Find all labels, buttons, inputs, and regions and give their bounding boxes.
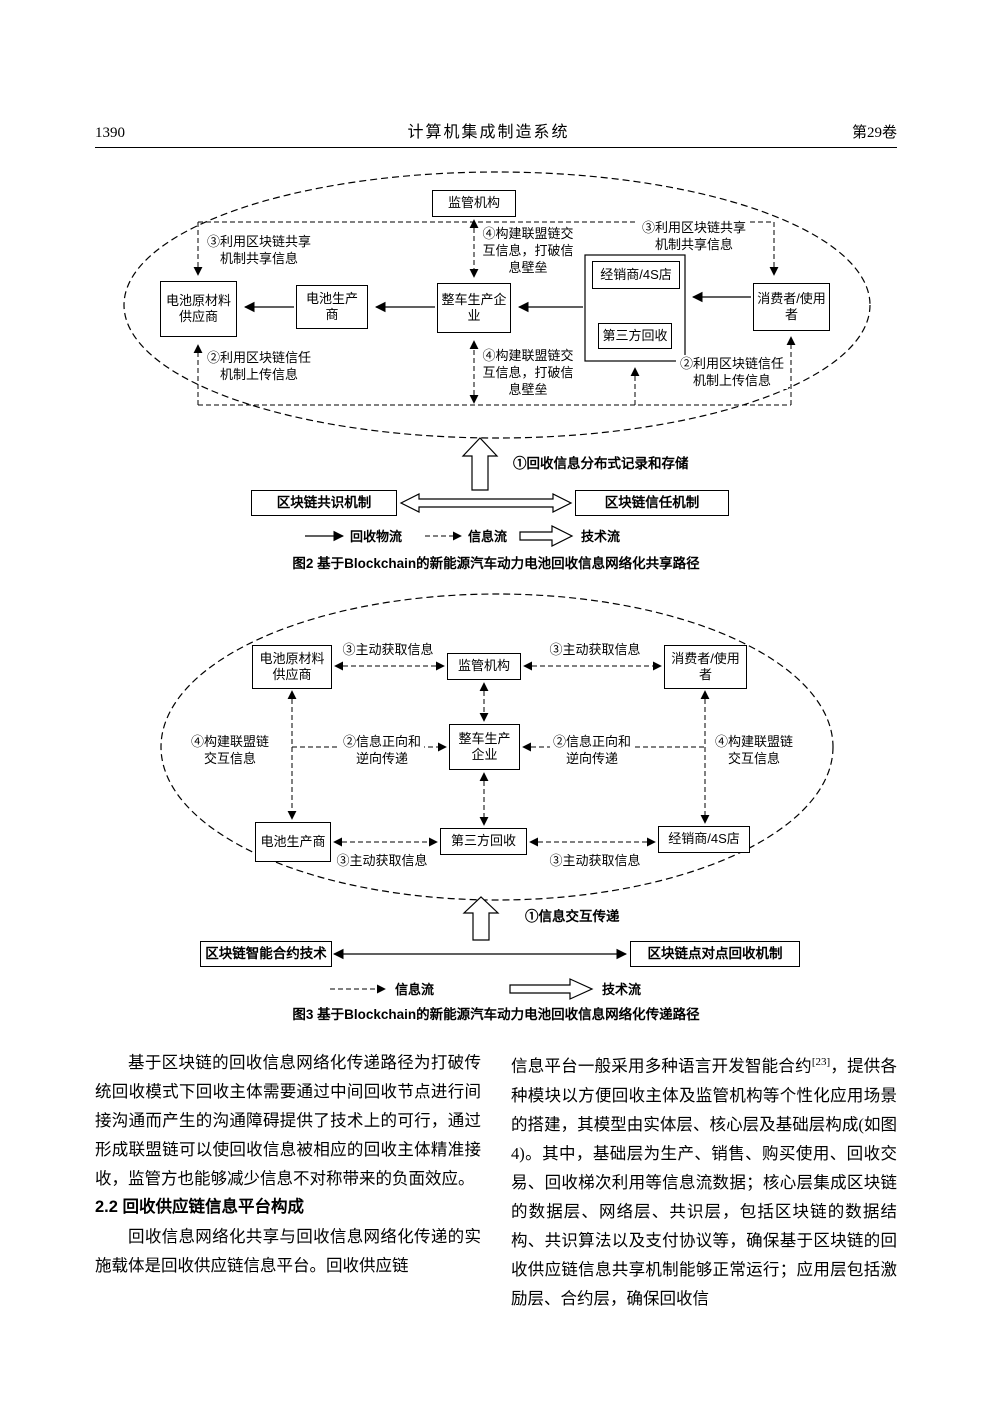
fig2-legend-tech-flow: 技术流 <box>581 529 621 544</box>
fig2-label-share-left: ③利用区块链共享机制共享信息 <box>203 233 315 268</box>
fig3-legend-info-flow: 信息流 <box>395 982 435 997</box>
up-block-arrow-icon <box>461 437 499 491</box>
fig2-box-producer: 电池生产商 <box>296 285 368 329</box>
section-heading: 2.2 回收供应链信息平台构成 <box>95 1198 305 1216</box>
fig2-legend-arrows <box>305 525 574 547</box>
fig2-box-regulator: 监管机构 <box>432 190 516 217</box>
fig3-legend-arrows <box>330 978 594 1000</box>
hollow-arrow-icon <box>519 525 574 547</box>
paragraph: 基于区块链的回收信息网络化传递路径为打破传统回收模式下回收主体需要通过中间回收节… <box>95 1053 481 1188</box>
journal-title: 计算机集成制造系统 <box>407 124 570 141</box>
left-column: 基于区块链的回收信息网络化传递路径为打破传统回收模式下回收主体需要通过中间回收节… <box>95 1048 481 1280</box>
paragraph-text: ，提供各种模块以方便回收主体及监管机构等个性化应用场景的搭建，其模型由实体层、核… <box>511 1056 898 1308</box>
header-rule <box>95 147 897 148</box>
fig2-label-alliance-bottom: ④构建联盟链交互信息，打破信息壁垒 <box>480 347 576 399</box>
double-block-arrow-icon <box>399 493 573 513</box>
page-number: 1390 <box>95 125 125 141</box>
fig3-legend-tech-flow: 技术流 <box>602 982 642 997</box>
fig3-box-consumer: 消费者/使用者 <box>664 645 747 689</box>
fig2-box-consumer: 消费者/使用者 <box>753 283 830 331</box>
paragraph: 信息平台一般采用多种语言开发智能合约[23]，提供各种模块以方便回收主体及监管机… <box>511 1048 897 1313</box>
fig3-label-fetch-top-left: ③主动获取信息 <box>338 641 438 659</box>
fig2-label-trust-left: ②利用区块链信任机制上传信息 <box>203 349 315 384</box>
fig3-label-fetch-bottom-right: ③主动获取信息 <box>545 852 645 870</box>
fig2-tech-flow-arrows <box>399 437 573 513</box>
fig2-box-dealer: 经销商/4S店 <box>592 261 680 289</box>
body-text: 基于区块链的回收信息网络化传递路径为打破传统回收模式下回收主体需要通过中间回收节… <box>95 1048 897 1378</box>
fig3-label-alliance-right: ④构建联盟链交互信息 <box>713 733 795 768</box>
fig3-label-alliance-left: ④构建联盟链交互信息 <box>190 733 270 768</box>
fig2-box-third-party: 第三方回收 <box>598 323 672 349</box>
citation-ref: [23] <box>811 1056 831 1068</box>
fig3-caption: 图3 基于Blockchain的新能源汽车动力电池回收信息网络化传递路径 <box>292 1007 700 1022</box>
hollow-arrow-icon <box>509 978 594 1000</box>
fig3-box-oem: 整车生产企业 <box>449 724 520 770</box>
fig2-recycle-flow-lines <box>243 254 751 362</box>
fig2-boundary-ellipse <box>123 171 871 439</box>
fig3-box-third-party: 第三方回收 <box>440 828 527 855</box>
fig3-tech-flow-arrow <box>462 896 500 941</box>
fig2-caption: 图2 基于Blockchain的新能源汽车动力电池回收信息网络化共享路径 <box>292 556 700 571</box>
fig3-box-producer: 电池生产商 <box>255 822 331 862</box>
fig2-legend-recycle-flow: 回收物流 <box>350 529 403 544</box>
fig2-trust-mechanism-box: 区块链信任机制 <box>575 490 729 516</box>
page-header: 1390 计算机集成制造系统 第29卷 <box>95 118 897 142</box>
fig3-label-transfer-right: ②信息正向和逆向传递 <box>550 733 634 768</box>
paragraph-text: 信息平台一般采用多种语言开发智能合约 <box>511 1056 812 1076</box>
fig2-legend-info-flow: 信息流 <box>468 529 508 544</box>
fig2-box-supplier: 电池原材料供应商 <box>160 281 237 337</box>
fig2-label-alliance-top: ④构建联盟链交互信息，打破信息壁垒 <box>480 225 576 277</box>
fig3-box-regulator: 监管机构 <box>447 653 521 680</box>
fig3-boundary-ellipse <box>160 593 834 901</box>
fig3-label-fetch-bottom-left: ③主动获取信息 <box>332 852 432 870</box>
fig3-p2p-mechanism-box: 区块链点对点回收机制 <box>630 941 800 967</box>
fig2-label-share-right: ③利用区块链共享机制共享信息 <box>638 219 750 254</box>
figure3: 电池原材料供应商 监管机构 消费者/使用者 整车生产企业 电池生产商 第三方回收… <box>95 590 897 1030</box>
paragraph: 回收信息网络化共享与回收信息网络化传递的实施载体是回收供应链信息平台。回收供应链 <box>95 1227 481 1275</box>
fig3-label-transfer-left: ②信息正向和逆向传递 <box>340 733 424 768</box>
fig3-diagram-canvas <box>160 593 834 1000</box>
fig2-step1-label: ①回收信息分布式记录和存储 <box>513 456 689 471</box>
fig2-diagram-canvas <box>123 171 871 547</box>
up-block-arrow-icon <box>462 896 500 941</box>
fig3-smart-contract-box: 区块链智能合约技术 <box>200 941 332 967</box>
fig3-label-fetch-top-right: ③主动获取信息 <box>545 641 645 659</box>
fig2-box-oem: 整车生产企业 <box>437 283 511 333</box>
fig2-consensus-mechanism-box: 区块链共识机制 <box>251 490 397 516</box>
volume-label: 第29卷 <box>851 125 897 141</box>
fig3-box-dealer: 经销商/4S店 <box>658 826 750 853</box>
fig3-step1-label: ①信息交互传递 <box>525 909 620 924</box>
figure2: 监管机构 电池原材料供应商 电池生产商 整车生产企业 经销商/4S店 第三方回收… <box>95 165 897 580</box>
fig2-label-trust-right: ②利用区块链信任机制上传信息 <box>676 355 788 390</box>
fig3-box-supplier: 电池原材料供应商 <box>252 645 332 689</box>
right-column: 信息平台一般采用多种语言开发智能合约[23]，提供各种模块以方便回收主体及监管机… <box>511 1048 897 1313</box>
